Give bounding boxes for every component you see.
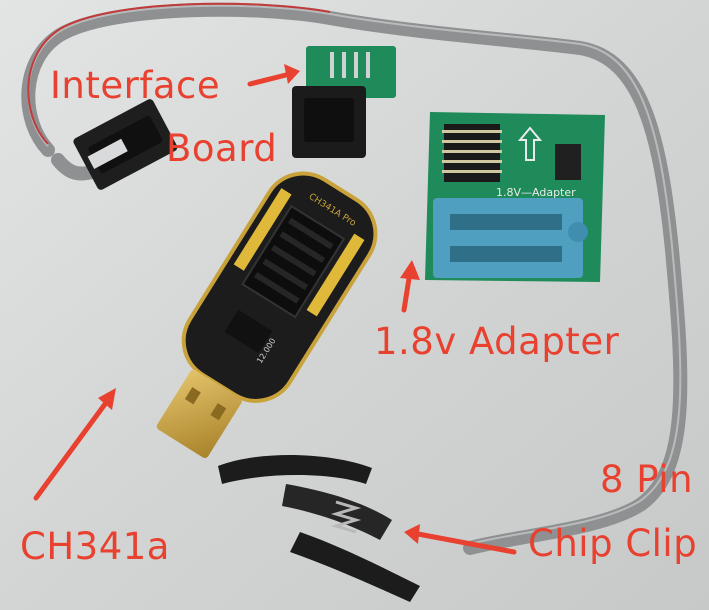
ch341a-programmer: CH341A Pro 12.000	[156, 171, 378, 458]
label-board: Board	[166, 127, 278, 170]
label-interface: Interface	[50, 64, 221, 107]
ribbon-cable	[21, 2, 688, 555]
adapter-board: 1.8V—Adapter	[425, 112, 605, 282]
annotation-arrows	[33, 64, 517, 555]
interface-board	[292, 46, 396, 158]
label-pin-count: 8 Pin	[600, 458, 694, 501]
label-adapter: 1.8v Adapter	[374, 320, 620, 363]
idc-connector	[73, 99, 178, 190]
adapter-silkscreen: 1.8V—Adapter	[496, 186, 576, 199]
label-programmer: CH341a	[20, 525, 170, 568]
label-chip-clip: Chip Clip	[528, 522, 698, 565]
chip-clip	[218, 454, 420, 602]
